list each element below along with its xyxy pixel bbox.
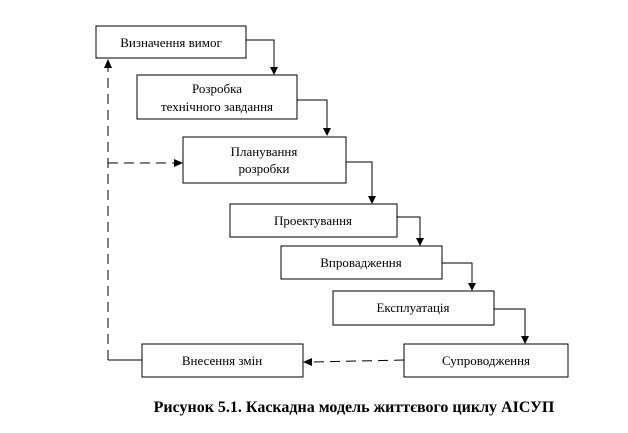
arrowhead-changes xyxy=(303,358,312,366)
arrowhead-planning-feedback xyxy=(174,159,183,167)
connector-planning-to-design xyxy=(346,161,373,196)
connector-spec-to-planning xyxy=(297,99,328,128)
stage-operation: Експлуатація xyxy=(332,290,495,326)
stage-operation-label: Експлуатація xyxy=(376,300,449,315)
stage-planning-label-line-2: розробки xyxy=(238,161,289,176)
arrowhead-deployment xyxy=(416,238,424,246)
feedback-support-to-changes xyxy=(311,359,405,363)
arrowhead-requirements xyxy=(104,59,112,68)
stage-deployment-label: Впровадження xyxy=(320,255,401,270)
figure-caption: Рисунок 5.1. Каскадна модель життєвого ц… xyxy=(154,399,555,416)
connector-requirements-to-spec xyxy=(246,39,275,68)
stage-spec-box xyxy=(136,74,298,120)
stage-planning-label-line-1: Планування xyxy=(231,144,298,159)
arrowhead-support xyxy=(521,336,529,344)
stage-design: Проектування xyxy=(229,203,398,238)
stage-support-box xyxy=(403,343,569,378)
stage-changes: Внесення змін xyxy=(141,343,304,378)
arrowhead-spec xyxy=(270,67,278,75)
stage-support-label: Супроводження xyxy=(442,353,530,368)
stage-design-box xyxy=(229,203,398,238)
arrowhead-design xyxy=(368,196,376,204)
arrowhead-operation xyxy=(468,283,476,291)
stage-deployment: Впровадження xyxy=(280,245,443,280)
stage-planning: Планування розробки xyxy=(182,136,347,184)
stage-spec: Розробка технічного завдання xyxy=(136,74,298,120)
arrowhead-planning xyxy=(323,128,331,136)
stage-requirements-box xyxy=(95,25,247,59)
stage-requirements: Визначення вимог xyxy=(95,25,247,59)
connector-design-to-deployment xyxy=(397,216,421,238)
stage-support: Супроводження xyxy=(403,343,569,378)
stage-spec-label-line-2: технічного завдання xyxy=(161,99,273,114)
stage-changes-label: Внесення змін xyxy=(182,353,262,368)
stage-deployment-box xyxy=(280,245,443,280)
stage-requirements-label: Визначення вимог xyxy=(120,35,222,50)
stage-design-label: Проектування xyxy=(274,213,352,228)
stage-planning-box xyxy=(182,136,347,184)
connectors xyxy=(104,39,529,366)
stage-spec-label-line-1: Розробка xyxy=(192,81,242,96)
stage-changes-box xyxy=(141,343,304,378)
stage-operation-box xyxy=(332,290,495,326)
connector-operation-to-support xyxy=(494,308,526,336)
stages: Визначення вимог Розробка технічного зав… xyxy=(95,25,569,378)
connector-deployment-to-operation xyxy=(442,262,473,283)
